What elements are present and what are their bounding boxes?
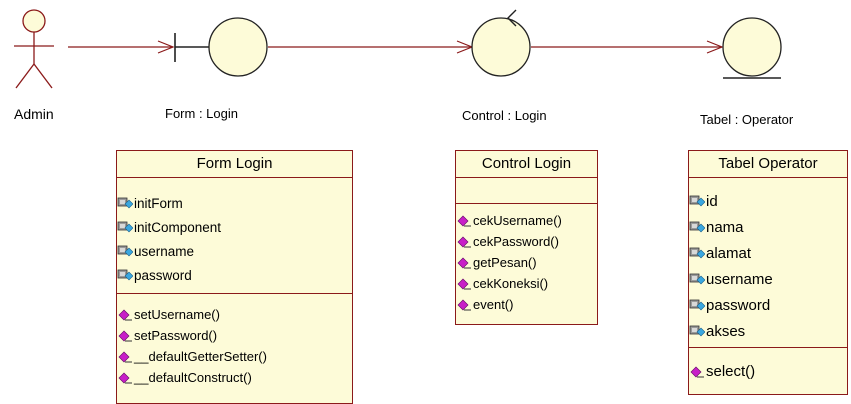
- method-icon: [117, 329, 133, 343]
- method-icon: [456, 298, 472, 312]
- operation-section: setUsername() setPassword() __defaultGet…: [117, 294, 352, 388]
- class-tabel-operator[interactable]: Tabel Operator id nama alamat username p…: [688, 150, 848, 395]
- attribute-section: id nama alamat username password akses: [689, 178, 847, 348]
- field-icon: [117, 196, 133, 210]
- field-icon: [689, 324, 705, 338]
- connector-admin-form: [68, 40, 175, 54]
- attribute-row: password: [117, 263, 352, 287]
- method-icon: [456, 256, 472, 270]
- field-icon: [689, 246, 705, 260]
- attribute-row: akses: [689, 318, 847, 344]
- control-login-icon: [471, 9, 531, 77]
- operation-row: select(): [689, 361, 847, 382]
- attribute-section: initForm initComponent username password: [117, 178, 352, 294]
- field-icon: [117, 244, 133, 258]
- operation-row: cekPassword(): [456, 231, 597, 252]
- boundary-form-icon: [174, 17, 268, 77]
- connector-control-tabel: [531, 40, 724, 54]
- operation-section: cekUsername() cekPassword() getPesan() c…: [456, 204, 597, 315]
- method-icon: [117, 350, 133, 364]
- attribute-row: nama: [689, 214, 847, 240]
- actor-label: Admin: [14, 106, 54, 122]
- operation-row: cekUsername(): [456, 210, 597, 231]
- attribute-row: alamat: [689, 240, 847, 266]
- attribute-row: username: [689, 266, 847, 292]
- operation-section: select(): [689, 348, 847, 382]
- class-form-login[interactable]: Form Login initForm initComponent userna…: [116, 150, 353, 404]
- operation-row: __defaultConstruct(): [117, 367, 352, 388]
- entity-tabel-icon: [722, 17, 782, 79]
- operation-row: getPesan(): [456, 252, 597, 273]
- method-icon: [689, 365, 705, 379]
- form-lifeline-label: Form : Login: [165, 106, 238, 121]
- method-icon: [456, 235, 472, 249]
- connector-form-control: [268, 40, 474, 54]
- operation-row: event(): [456, 294, 597, 315]
- attribute-row: username: [117, 239, 352, 263]
- field-icon: [117, 220, 133, 234]
- class-title: Form Login: [117, 151, 352, 178]
- class-title: Tabel Operator: [689, 151, 847, 178]
- method-icon: [117, 371, 133, 385]
- control-lifeline-label: Control : Login: [462, 108, 547, 123]
- attribute-row: initForm: [117, 191, 352, 215]
- operation-row: cekKoneksi(): [456, 273, 597, 294]
- attribute-row: password: [689, 292, 847, 318]
- operation-row: __defaultGetterSetter(): [117, 346, 352, 367]
- operation-row: setPassword(): [117, 325, 352, 346]
- field-icon: [689, 298, 705, 312]
- field-icon: [689, 194, 705, 208]
- attribute-row: id: [689, 188, 847, 214]
- method-icon: [456, 214, 472, 228]
- attribute-row: initComponent: [117, 215, 352, 239]
- method-icon: [117, 308, 133, 322]
- operation-row: setUsername(): [117, 304, 352, 325]
- class-title: Control Login: [456, 151, 597, 178]
- field-icon: [117, 268, 133, 282]
- class-control-login[interactable]: Control Login cekUsername() cekPassword(…: [455, 150, 598, 325]
- tabel-lifeline-label: Tabel : Operator: [700, 112, 794, 127]
- method-icon: [456, 277, 472, 291]
- field-icon: [689, 272, 705, 286]
- attribute-section: [456, 178, 597, 204]
- admin-actor-icon: [14, 9, 54, 89]
- field-icon: [689, 220, 705, 234]
